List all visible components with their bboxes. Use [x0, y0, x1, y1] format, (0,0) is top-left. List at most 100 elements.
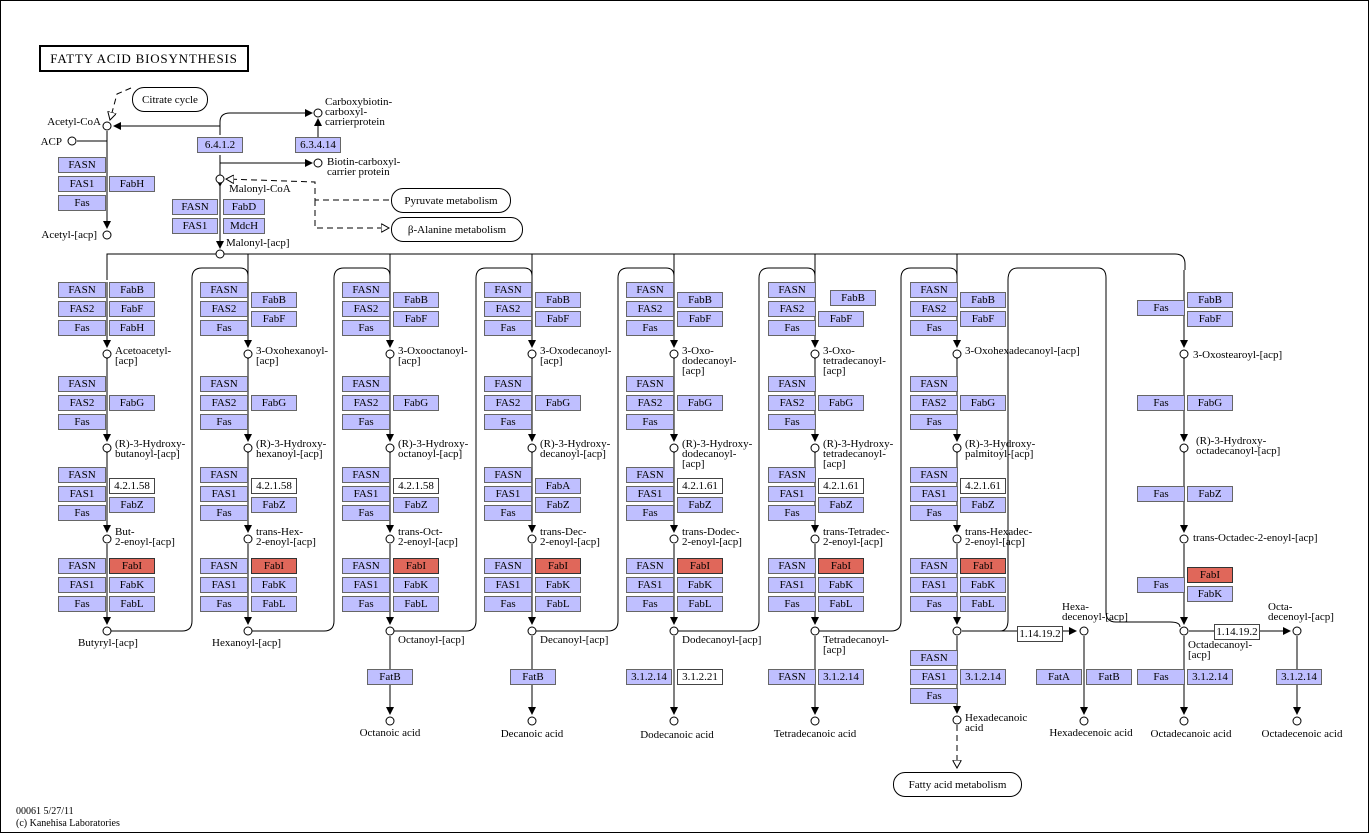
enzyme-ec-31214[interactable]: 3.1.2.14: [1276, 669, 1322, 685]
enzyme-ec-42158[interactable]: 4.2.1.58: [109, 478, 155, 494]
enzyme-fabb[interactable]: FabB: [1187, 292, 1233, 308]
enzyme-fasn[interactable]: FASN: [768, 467, 816, 483]
enzyme-fasn[interactable]: FASN: [58, 558, 106, 574]
map-link-fatty-acid-metabolism[interactable]: Fatty acid metabolism: [893, 772, 1022, 797]
enzyme-fas2[interactable]: FAS2: [910, 395, 958, 411]
enzyme-ec-42158[interactable]: 4.2.1.58: [251, 478, 297, 494]
enzyme-fas[interactable]: Fas: [1137, 669, 1185, 685]
enzyme-ec-6412[interactable]: 6.4.1.2: [197, 137, 243, 153]
compound-node-octadecanoic[interactable]: [1179, 716, 1189, 726]
enzyme-fas[interactable]: Fas: [910, 596, 958, 612]
compound-node-hexadecanoic[interactable]: [952, 715, 962, 725]
enzyme-ec-114192[interactable]: 1.14.19.2: [1017, 626, 1063, 642]
compound-node-acetyl-acp[interactable]: [102, 230, 112, 240]
enzyme-fabi[interactable]: FabI: [1187, 567, 1233, 583]
compound-node-hydroxyoctanoyl[interactable]: [385, 443, 395, 453]
enzyme-fas[interactable]: Fas: [1137, 486, 1185, 502]
enzyme-fasn[interactable]: FASN: [910, 282, 958, 298]
enzyme-fas2[interactable]: FAS2: [768, 301, 816, 317]
enzyme-fas[interactable]: Fas: [626, 596, 674, 612]
enzyme-fas[interactable]: Fas: [58, 596, 106, 612]
enzyme-ec-63414[interactable]: 6.3.4.14: [295, 137, 341, 153]
enzyme-ec-42161[interactable]: 4.2.1.61: [960, 478, 1006, 494]
enzyme-ec-31221[interactable]: 3.1.2.21: [677, 669, 723, 685]
enzyme-fas[interactable]: Fas: [58, 195, 106, 211]
enzyme-fabz[interactable]: FabZ: [109, 497, 155, 513]
enzyme-fas1[interactable]: FAS1: [768, 577, 816, 593]
enzyme-fas1[interactable]: FAS1: [484, 486, 532, 502]
enzyme-fasn[interactable]: FASN: [484, 467, 532, 483]
enzyme-fasn[interactable]: FASN: [626, 467, 674, 483]
compound-node-malonyl-coa[interactable]: [215, 174, 225, 184]
enzyme-fas1[interactable]: FAS1: [626, 486, 674, 502]
compound-node-hexadecenoyl-acp[interactable]: [1079, 626, 1089, 636]
map-link-beta-alanine[interactable]: β-Alanine metabolism: [391, 217, 523, 242]
compound-node-oxohexanoyl[interactable]: [243, 349, 253, 359]
enzyme-fabl[interactable]: FabL: [677, 596, 723, 612]
enzyme-mdch[interactable]: MdcH: [223, 218, 265, 234]
enzyme-fasn[interactable]: FASN: [626, 282, 674, 298]
enzyme-fabz[interactable]: FabZ: [393, 497, 439, 513]
enzyme-fas2[interactable]: FAS2: [200, 395, 248, 411]
compound-node-carboxybiotin[interactable]: [313, 108, 323, 118]
enzyme-fabg[interactable]: FabG: [109, 395, 155, 411]
enzyme-ec-31214[interactable]: 3.1.2.14: [818, 669, 864, 685]
enzyme-fabi[interactable]: FabI: [251, 558, 297, 574]
enzyme-fas2[interactable]: FAS2: [200, 301, 248, 317]
compound-node-hexenoyl[interactable]: [243, 534, 253, 544]
enzyme-fas[interactable]: Fas: [626, 505, 674, 521]
enzyme-fabk[interactable]: FabK: [677, 577, 723, 593]
compound-node-tetradecanoic[interactable]: [810, 716, 820, 726]
enzyme-fabk[interactable]: FabK: [535, 577, 581, 593]
compound-node-oxodecanoyl[interactable]: [527, 349, 537, 359]
enzyme-fabh[interactable]: FabH: [109, 176, 155, 192]
enzyme-fabi[interactable]: FabI: [677, 558, 723, 574]
enzyme-fabf[interactable]: FabF: [677, 311, 723, 327]
enzyme-fabg[interactable]: FabG: [1187, 395, 1233, 411]
enzyme-fabi[interactable]: FabI: [109, 558, 155, 574]
compound-node-oxotetradecanoyl[interactable]: [810, 349, 820, 359]
enzyme-fas1[interactable]: FAS1: [58, 486, 106, 502]
compound-node-decenoyl[interactable]: [527, 534, 537, 544]
enzyme-fasn[interactable]: FASN: [484, 376, 532, 392]
enzyme-fabb[interactable]: FabB: [830, 290, 876, 306]
enzyme-fatb[interactable]: FatB: [1086, 669, 1132, 685]
compound-node-hydroxypalmitoyl[interactable]: [952, 443, 962, 453]
enzyme-fabb[interactable]: FabB: [393, 292, 439, 308]
enzyme-fas1[interactable]: FAS1: [910, 486, 958, 502]
enzyme-fas[interactable]: Fas: [768, 505, 816, 521]
enzyme-fas[interactable]: Fas: [200, 596, 248, 612]
compound-node-decanoyl[interactable]: [527, 626, 537, 636]
enzyme-fasn[interactable]: FASN: [626, 376, 674, 392]
compound-node-octadecanoyl[interactable]: [1179, 626, 1189, 636]
enzyme-fas[interactable]: Fas: [342, 596, 390, 612]
enzyme-fabg[interactable]: FabG: [535, 395, 581, 411]
enzyme-fas2[interactable]: FAS2: [626, 301, 674, 317]
enzyme-fasn[interactable]: FASN: [910, 376, 958, 392]
enzyme-fabl[interactable]: FabL: [535, 596, 581, 612]
enzyme-fabb[interactable]: FabB: [251, 292, 297, 308]
enzyme-fas[interactable]: Fas: [484, 505, 532, 521]
enzyme-fabk[interactable]: FabK: [251, 577, 297, 593]
enzyme-fabz[interactable]: FabZ: [677, 497, 723, 513]
enzyme-fas[interactable]: Fas: [200, 414, 248, 430]
enzyme-fas1[interactable]: FAS1: [626, 577, 674, 593]
enzyme-fabk[interactable]: FabK: [393, 577, 439, 593]
compound-node-hydroxydecanoyl[interactable]: [527, 443, 537, 453]
compound-node-octadecenoic[interactable]: [1292, 716, 1302, 726]
enzyme-fabk[interactable]: FabK: [1187, 586, 1233, 602]
compound-node-dodecenoyl[interactable]: [669, 534, 679, 544]
enzyme-fabg[interactable]: FabG: [960, 395, 1006, 411]
compound-node-octenoyl[interactable]: [385, 534, 395, 544]
enzyme-fas1[interactable]: FAS1: [200, 486, 248, 502]
enzyme-fas1[interactable]: FAS1: [58, 176, 106, 192]
enzyme-fabf[interactable]: FabF: [393, 311, 439, 327]
enzyme-fabk[interactable]: FabK: [818, 577, 864, 593]
enzyme-fas[interactable]: Fas: [58, 505, 106, 521]
enzyme-fas2[interactable]: FAS2: [768, 395, 816, 411]
enzyme-fas[interactable]: Fas: [58, 320, 106, 336]
compound-node-acp[interactable]: [67, 136, 77, 146]
enzyme-fabl[interactable]: FabL: [960, 596, 1006, 612]
enzyme-fabz[interactable]: FabZ: [818, 497, 864, 513]
enzyme-fas[interactable]: Fas: [1137, 577, 1185, 593]
